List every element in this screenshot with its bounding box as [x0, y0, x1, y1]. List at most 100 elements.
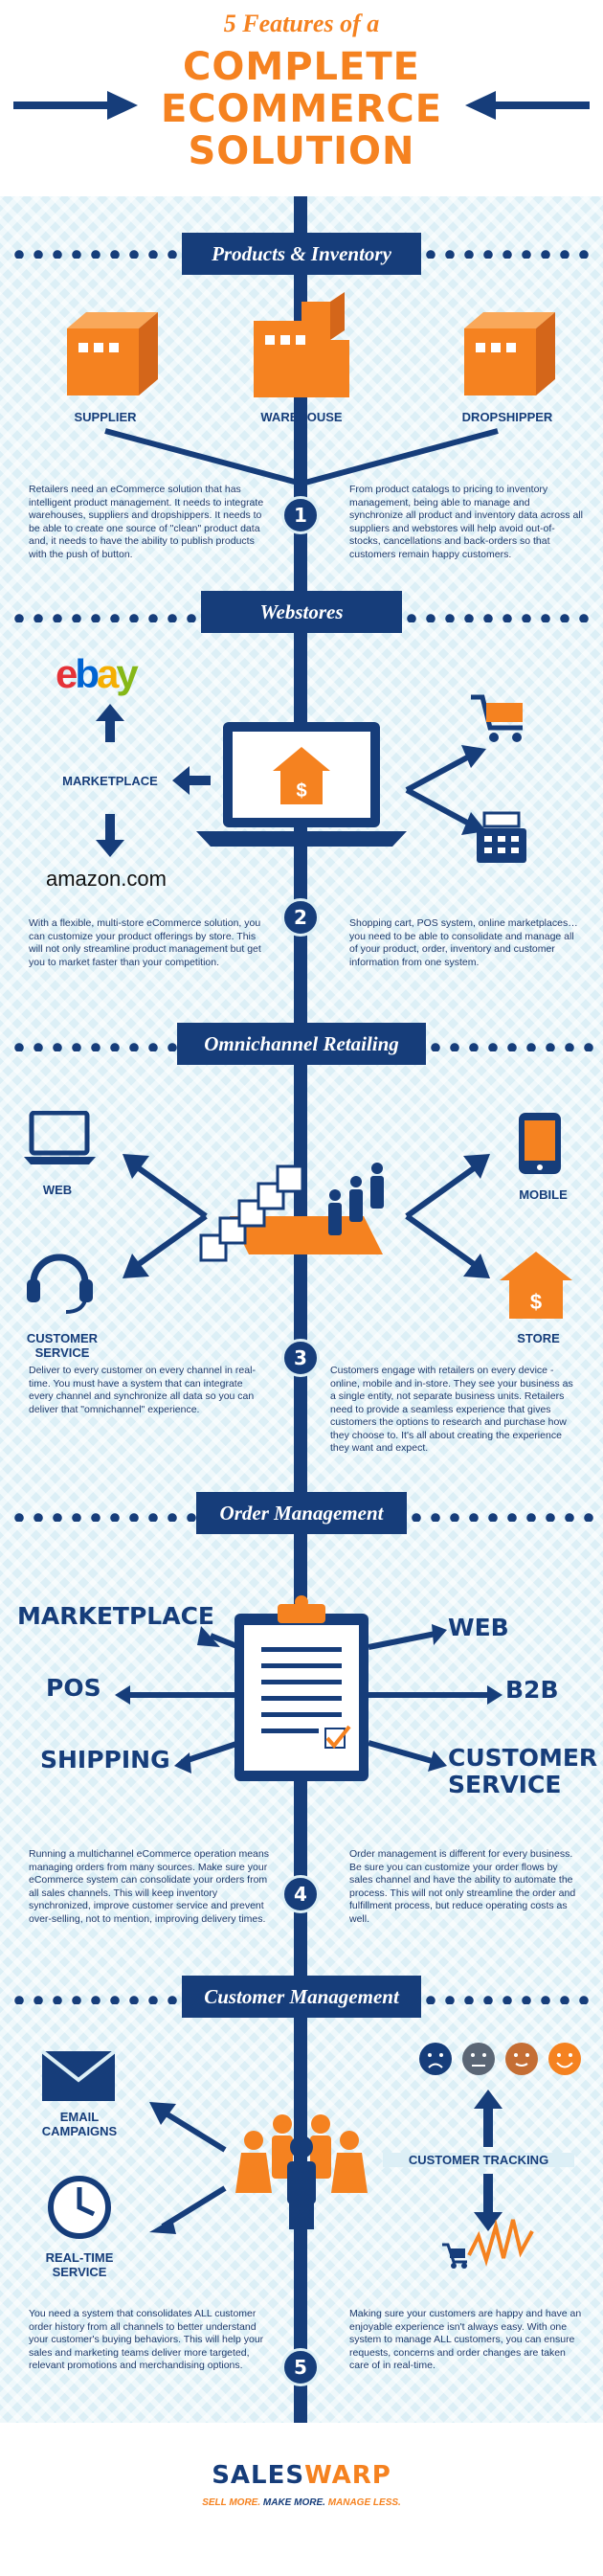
- title-line: ECOMMERCE: [160, 87, 443, 131]
- tagline-part: MAKE MORE.: [262, 2497, 325, 2508]
- label-line: SERVICE: [448, 1771, 562, 1798]
- subtitle: 5 Features of a: [223, 10, 380, 37]
- dot-divider: [10, 1995, 182, 2004]
- header: 5 Features of a COMPLETE ECOMMERCE SOLUT…: [0, 0, 603, 196]
- marketplace-label: MARKETPLACE: [62, 774, 158, 788]
- section-text-left: Running a multichannel eCommerce operati…: [29, 1848, 269, 1925]
- ebay-logo: ebay: [56, 651, 139, 697]
- connector-lines: [104, 428, 499, 487]
- section-text-right: Customers engage with retailers on every…: [330, 1365, 573, 1454]
- section-banner: Webstores: [201, 591, 402, 633]
- dot-divider: [10, 249, 182, 259]
- store-icon: $: [500, 1252, 572, 1319]
- down-arrow-icon: [474, 2174, 502, 2231]
- section-text-left: Deliver to every customer on every chann…: [29, 1365, 256, 1415]
- dropshipper-box-icon: [464, 312, 555, 395]
- dot-divider: [407, 1512, 598, 1522]
- saleswarp-logo: SALESWARP: [0, 2461, 603, 2490]
- warehouse-building-icon: [254, 292, 349, 397]
- real-time-service-label: REAL-TIME SERVICE: [45, 2250, 114, 2279]
- warehouse-label: WAREHOUSE: [260, 410, 343, 424]
- logo-letter: b: [75, 651, 100, 696]
- mobile-phone-icon: [519, 1113, 561, 1174]
- clipboard-icon: [234, 1595, 368, 1781]
- customer-service-label: CUSTOMER SERVICE: [448, 1745, 597, 1798]
- dot-divider: [426, 1042, 598, 1051]
- label-line: CUSTOMER: [448, 1744, 598, 1772]
- logo-text: SALES: [212, 2461, 305, 2490]
- left-order-arrows-icon: [115, 1626, 241, 1774]
- main-title: COMPLETE ECOMMERCE SOLUTION: [0, 46, 603, 172]
- laptop-store-icon: $: [196, 722, 407, 847]
- headset-icon: [27, 1254, 93, 1314]
- section-text-right: From product catalogs to pricing to inve…: [349, 484, 583, 560]
- section-text-right: Order management is different for every …: [349, 1848, 576, 1925]
- footer: SALESWARP SELL MORE. MAKE MORE. MANAGE L…: [0, 2423, 603, 2576]
- customer-arrows-icon: [149, 2102, 227, 2234]
- section-text-left: With a flexible, multi-store eCommerce s…: [29, 917, 261, 968]
- logo-letter: y: [116, 651, 138, 696]
- satisfaction-faces-icon: [419, 2043, 581, 2075]
- section-text-right: Shopping cart, POS system, online market…: [349, 917, 578, 968]
- web-label: WEB: [42, 1183, 73, 1197]
- supplier-box-icon: [67, 312, 158, 395]
- right-arrow-icon: [13, 91, 138, 120]
- marketplace-label: MARKETPLACE: [17, 1602, 215, 1630]
- step-number: 3: [281, 1339, 320, 1377]
- logo-letter: a: [97, 651, 119, 696]
- left-arrow-icon: [172, 766, 211, 795]
- dot-divider: [10, 1042, 177, 1051]
- customer-group-icon: [235, 2114, 368, 2229]
- customer-tracking-label: CUSTOMER TRACKING: [383, 2153, 574, 2167]
- email-campaigns-label: EMAIL CAMPAIGNS: [41, 2110, 118, 2138]
- section-text-left: You need a system that consolidates ALL …: [29, 2308, 264, 2371]
- right-branch-arrows-icon: [405, 1154, 490, 1278]
- title-line: SOLUTION: [188, 129, 415, 173]
- dropshipper-label: DROPSHIPPER: [461, 410, 553, 424]
- laptop-icon: [24, 1111, 96, 1164]
- shipping-label: SHIPPING: [40, 1746, 170, 1774]
- dot-divider: [402, 613, 598, 622]
- dot-divider: [421, 1995, 598, 2004]
- dot-divider: [10, 1512, 196, 1522]
- sales-trend-icon: [442, 2219, 534, 2269]
- cash-register-icon: [477, 811, 526, 863]
- logo-letter: e: [56, 651, 78, 696]
- step-number: 4: [281, 1875, 320, 1913]
- mobile-label: MOBILE: [519, 1187, 568, 1202]
- clock-icon: [48, 2176, 111, 2239]
- section-banner: Omnichannel Retailing: [177, 1023, 426, 1065]
- up-arrow-icon: [474, 2090, 502, 2147]
- step-number: 1: [281, 496, 320, 534]
- web-label: WEB: [448, 1614, 509, 1641]
- section-text-right: Making sure your customers are happy and…: [349, 2308, 582, 2371]
- left-branch-arrows-icon: [123, 1154, 208, 1278]
- supplier-label: SUPPLIER: [74, 410, 137, 424]
- omnichannel-people-icon: [199, 1163, 384, 1262]
- section-banner: Order Management: [196, 1492, 407, 1534]
- section-banner: Products & Inventory: [182, 233, 421, 275]
- step-number: 5: [281, 2348, 320, 2386]
- vertical-arrows-icon: [96, 704, 124, 857]
- logo-text: WARP: [304, 2461, 391, 2490]
- left-arrow-icon: [465, 91, 590, 120]
- branch-arrows-icon: [405, 745, 486, 835]
- customer-service-label: CUSTOMER SERVICE: [26, 1331, 99, 1360]
- tagline: SELL MORE. MAKE MORE. MANAGE LESS.: [0, 2497, 603, 2508]
- tagline-part: SELL MORE.: [202, 2497, 261, 2508]
- svg-text:$: $: [296, 780, 306, 802]
- tagline-part: MANAGE LESS.: [327, 2497, 401, 2508]
- amazon-logo: amazon.com: [46, 867, 167, 891]
- store-label: STORE: [517, 1331, 560, 1345]
- section-banner: Customer Management: [182, 1976, 421, 2018]
- dot-divider: [10, 613, 201, 622]
- b2b-label: B2B: [505, 1676, 559, 1704]
- section-text-left: Retailers need an eCommerce solution tha…: [29, 484, 264, 560]
- pos-label: POS: [46, 1674, 101, 1702]
- dot-divider: [421, 249, 598, 259]
- email-envelope-icon: [40, 2049, 117, 2101]
- step-number: 2: [281, 898, 320, 937]
- svg-text:$: $: [530, 1290, 542, 1314]
- title-line: COMPLETE: [183, 45, 420, 89]
